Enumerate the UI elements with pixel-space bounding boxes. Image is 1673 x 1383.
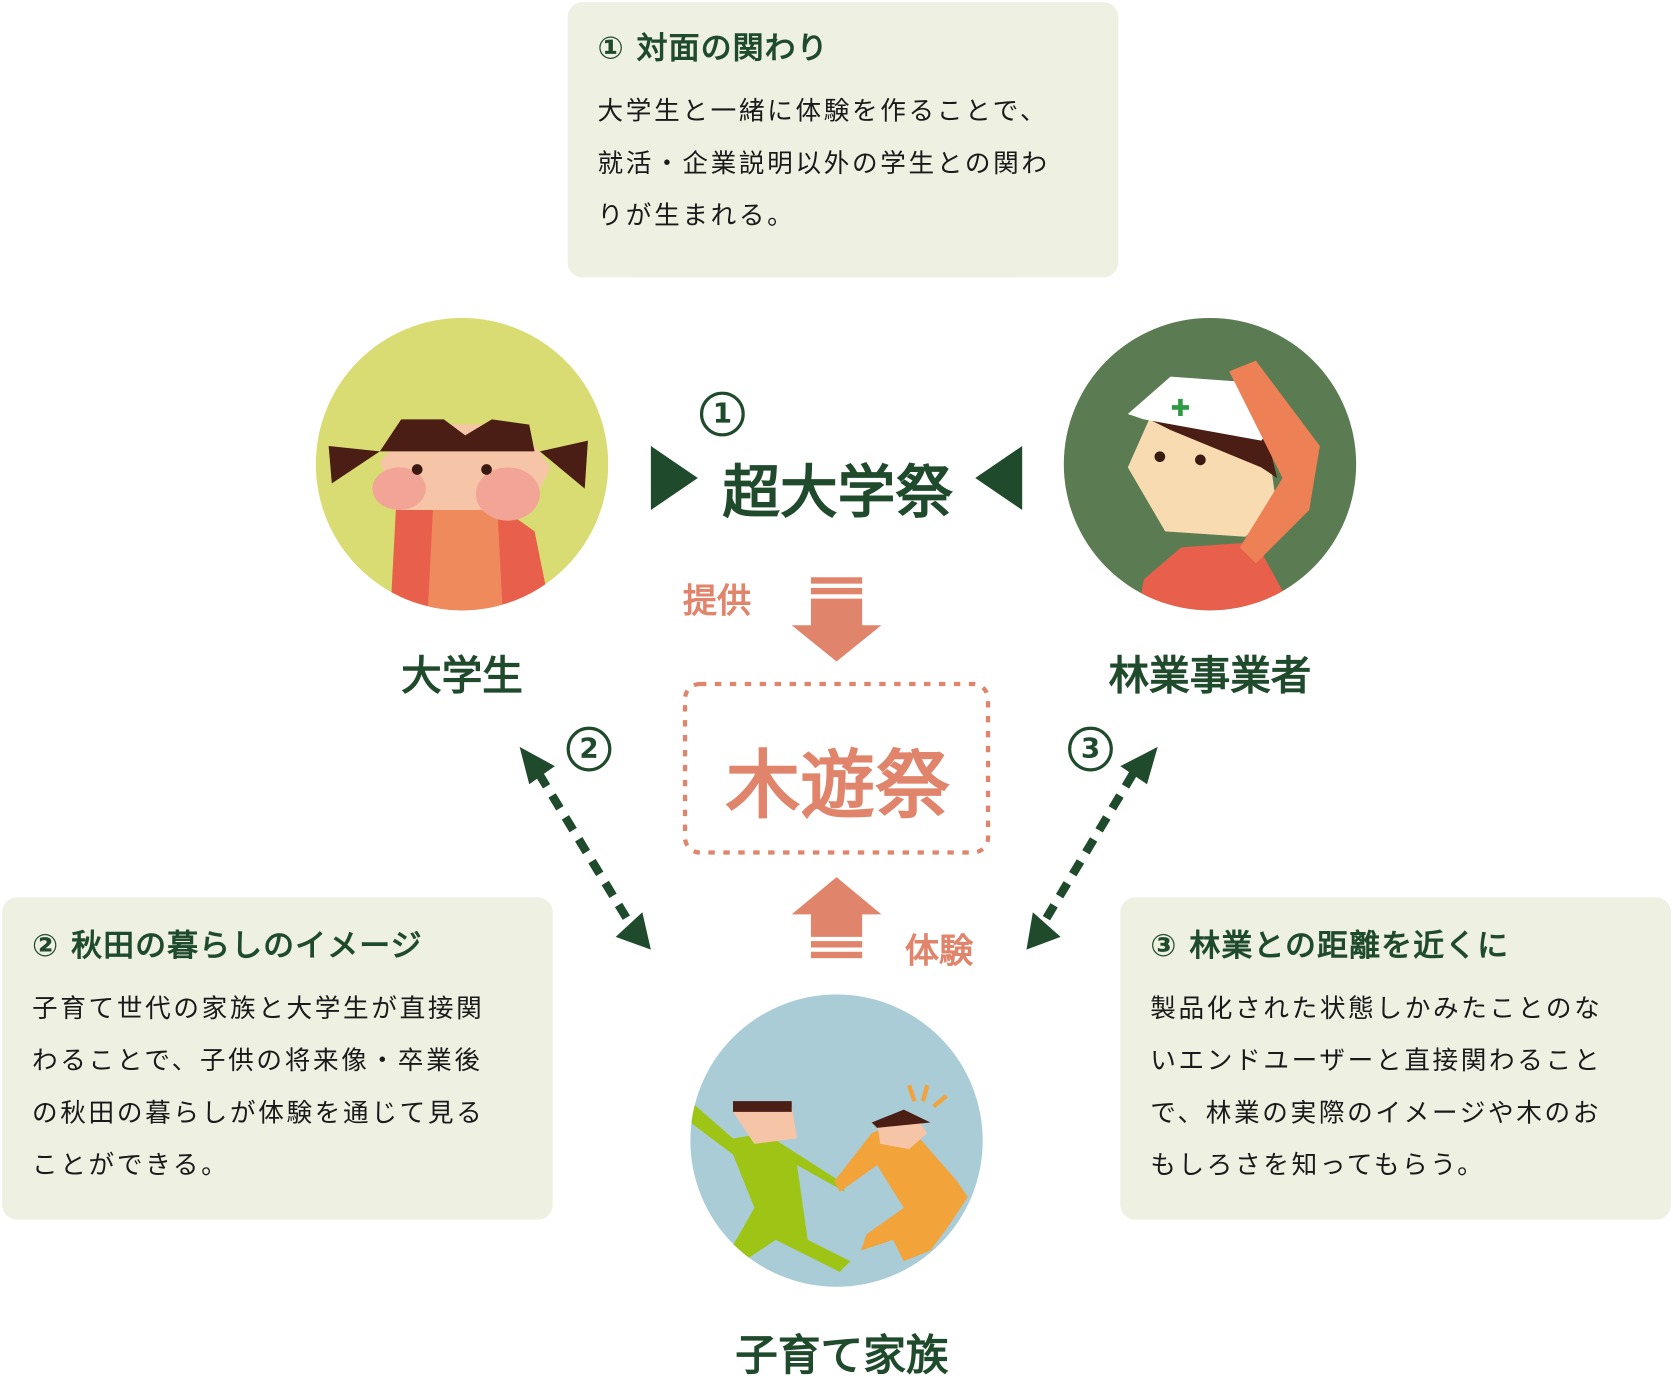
experience-label: 体験	[904, 930, 974, 971]
box-line: 製品化された状態しかみたことのな	[1150, 993, 1603, 1024]
arrow-right-icon	[650, 446, 698, 511]
info-box-face-to-face: ① 対面の関わり 大学生と一緒に体験を作ることで、 就活・企業説明以外の学生との…	[567, 2, 1119, 278]
box-line: わることで、子供の将来像・卒業後	[32, 1045, 483, 1076]
dashed-double-arrow-left-icon	[519, 746, 651, 950]
box-line: ことができる。	[32, 1150, 230, 1181]
student-illustration	[315, 317, 609, 611]
number-badge-3: 3	[1068, 726, 1113, 772]
arrow-down-provide-icon	[791, 577, 882, 662]
family-illustration	[690, 994, 983, 1287]
dashed-double-arrow-right-icon	[1026, 746, 1158, 950]
info-box-forestry-distance: ③ 林業との距離を近くに 製品化された状態しかみたことのな いエンドユーザーと直…	[1120, 897, 1671, 1220]
box-line: 大学生と一緒に体験を作ることで、	[597, 96, 1049, 126]
main-event-dashed-frame	[682, 681, 991, 855]
provide-label: 提供	[682, 580, 752, 621]
box-line: もしろさを知ってもらう。	[1150, 1150, 1486, 1181]
svg-text:✚: ✚	[1170, 394, 1190, 422]
number-badge-1: 1	[699, 391, 745, 437]
box-line: 就活・企業説明以外の学生との関わ	[597, 148, 1050, 179]
event-chodaigakusai: 超大学祭	[722, 458, 953, 527]
box-line: りが生まれる。	[597, 200, 796, 231]
info-box-akita-life: ② 秋田の暮らしのイメージ 子育て世代の家族と大学生が直接関 わることで、子供の…	[2, 897, 553, 1220]
arrow-left-icon	[975, 446, 1023, 511]
box-title: ① 対面の関わり	[597, 29, 829, 67]
event-kiyusai: 木遊祭	[725, 741, 950, 830]
box-line: 子育て世代の家族と大学生が直接関	[32, 993, 485, 1024]
forestry-worker-illustration: ✚	[1063, 317, 1357, 611]
number-badge-2: 2	[566, 726, 612, 772]
node-label-family: 子育て家族	[735, 1331, 949, 1381]
arrow-up-experience-icon	[791, 877, 882, 959]
box-title: ② 秋田の暮らしのイメージ	[32, 927, 423, 964]
box-line: の秋田の暮らしが体験を通じて見る	[32, 1097, 485, 1128]
node-label-student: 大学生	[401, 651, 523, 699]
box-line: いエンドユーザーと直接関わること	[1150, 1045, 1603, 1076]
box-title: ③ 林業との距離を近くに	[1150, 927, 1510, 964]
node-label-forestry: 林業事業者	[1108, 651, 1312, 699]
box-line: で、林業の実際のイメージや木のお	[1150, 1097, 1602, 1128]
